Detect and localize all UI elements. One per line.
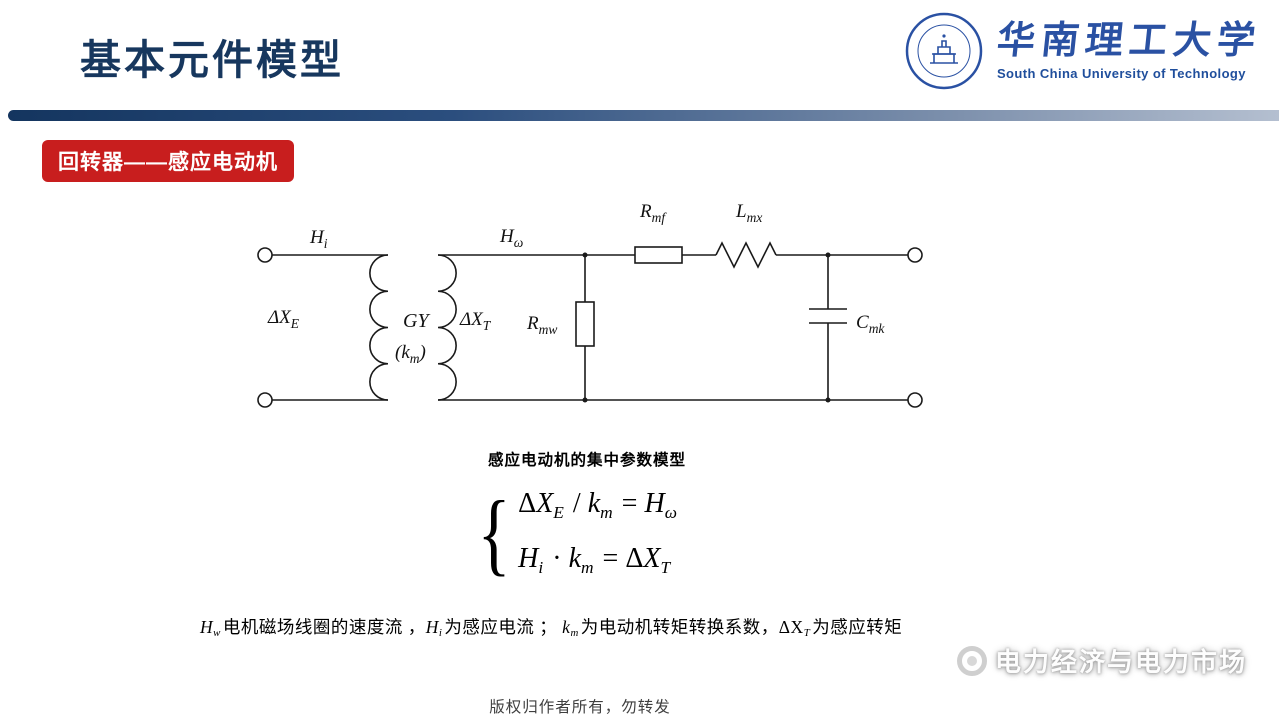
junction-dot [582,252,588,258]
camera-icon [956,645,987,676]
watermark-text: 电力经济与电力市场 [994,647,1247,677]
label-hi: Hi [309,227,328,251]
label-dxt: ΔXT [459,309,492,333]
university-name-en: South China University of Technology [996,65,1246,81]
label-rmw: Rmw [526,313,557,337]
university-seal-icon [905,12,983,90]
label-rmf: Rmf [639,201,667,225]
watermark: 电力经济与电力市场 [956,642,1247,679]
junction-dot [825,252,831,258]
label-dxe: ΔXE [267,307,300,331]
terminal-bottom-left [257,392,273,408]
equation-block: { ΔXE / km = Hω Hi · km = ΔXT [472,482,679,584]
label-gy: GY [403,310,430,332]
junction-dot [582,397,588,403]
junction-dot [825,397,831,403]
inductor-lmx [715,241,777,269]
university-logo: 华南理工大学 South China University of Technol… [903,10,1263,92]
terminal-top-left [257,247,273,263]
resistor-rmw [575,301,595,347]
equation-1: ΔXE / km = Hω [518,488,677,522]
resistor-rmf [634,246,683,264]
terminal-bottom-right [907,392,923,408]
terminal-top-right [907,247,923,263]
copyright-text: 版权归作者所有，勿转发 [489,699,671,716]
seal-building-icon [929,40,958,64]
label-km: (km) [395,342,426,366]
label-hw: Hω [499,226,523,250]
gyrator-right-coil [437,254,457,401]
header-divider-bar [8,110,1279,121]
gyrator-left-coil [369,254,389,401]
diagram-caption: 感应电动机的集中参数模型 [488,452,687,469]
equation-brace: { [477,482,511,584]
label-cmk: Cmk [856,312,885,336]
label-lmx: Lmx [735,201,762,225]
topic-badge: 回转器——感应电动机 [42,140,294,182]
equation-2: Hi · km = ΔXT [518,543,671,577]
page-title: 基本元件模型 [80,37,344,83]
